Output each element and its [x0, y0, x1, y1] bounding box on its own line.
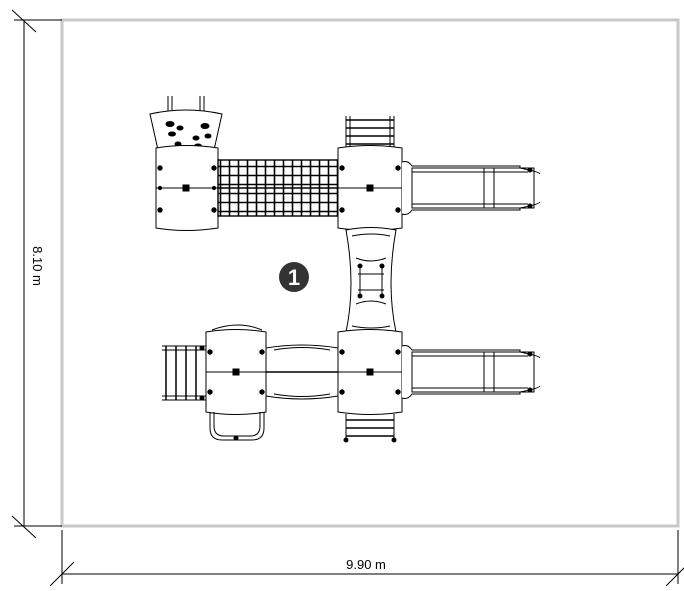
ladder-bottom — [343, 414, 397, 443]
u-handle — [209, 412, 265, 441]
platform-top-left — [155, 145, 219, 231]
platform-bottom-middle — [337, 329, 403, 415]
play-structure — [149, 96, 541, 443]
slide-top — [401, 161, 541, 215]
net-bridge — [217, 159, 339, 217]
height-dimension — [11, 9, 62, 539]
item-marker: 1 — [279, 262, 309, 292]
bridge-bottom — [265, 344, 339, 400]
ladder-bottom-left — [162, 345, 206, 401]
width-dimension — [49, 530, 684, 587]
height-label: 8.10 m — [30, 246, 45, 286]
width-label: 9.90 m — [346, 557, 386, 572]
curved-bridge — [345, 227, 397, 335]
ladder-top — [345, 116, 395, 148]
platform-bottom-left — [205, 324, 267, 415]
platform-top-middle — [337, 145, 403, 231]
slide-bottom — [401, 345, 541, 399]
item-marker-label: 1 — [288, 265, 300, 290]
